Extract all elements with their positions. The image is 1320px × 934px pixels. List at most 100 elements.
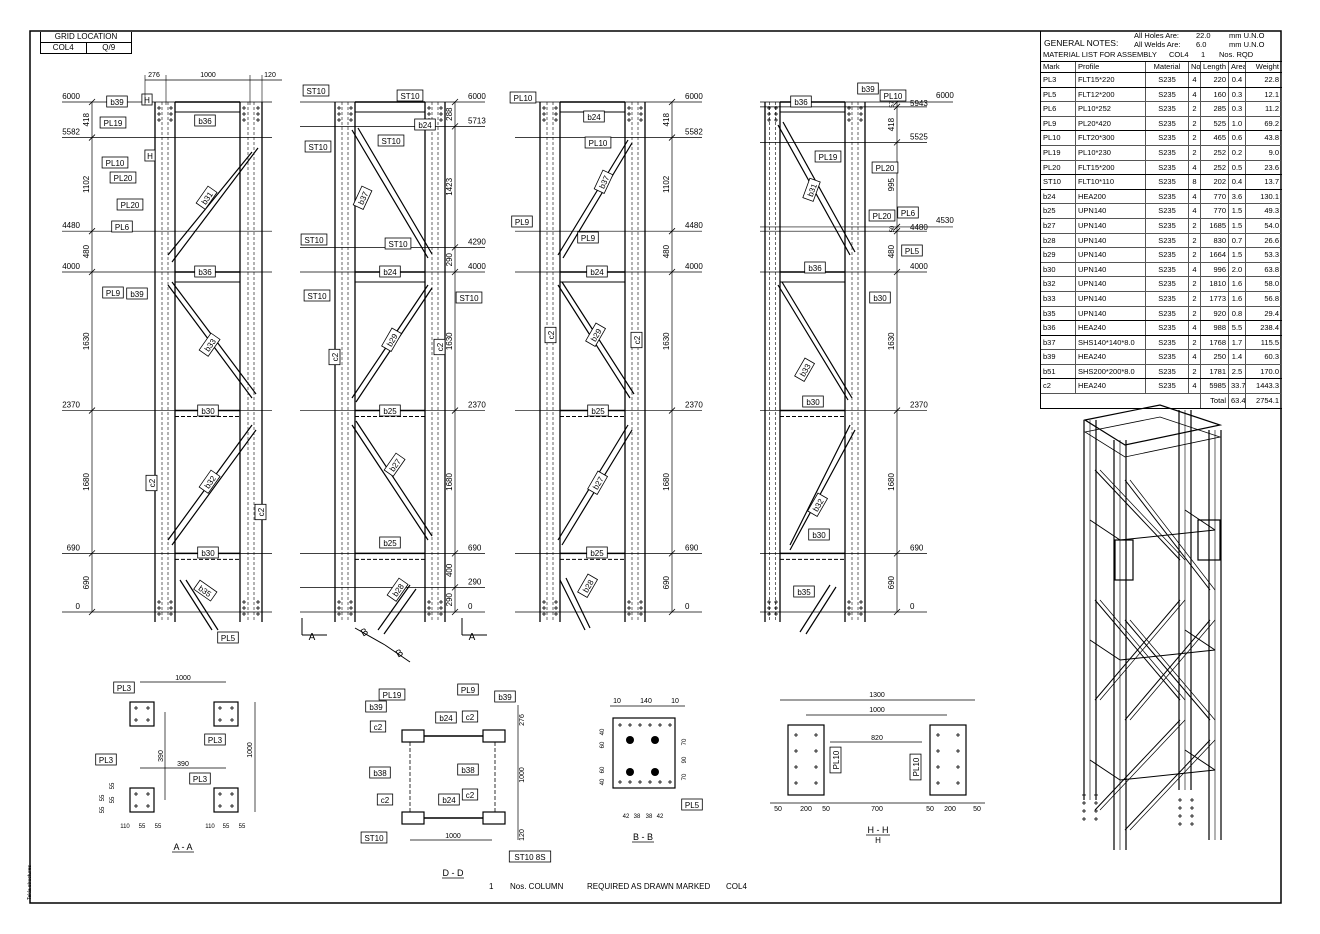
- member-tag: b24: [414, 118, 436, 131]
- cell-mark: c2: [1041, 379, 1076, 394]
- tag-box: [396, 89, 424, 102]
- col-header-profile: Profile: [1076, 62, 1146, 72]
- member-tag: ST10 8S: [508, 850, 552, 863]
- tag-text: ST10: [459, 294, 479, 303]
- cell-mark: b39: [1041, 350, 1076, 364]
- material-list-title: MATERIAL LIST FOR ASSEMBLY: [1043, 50, 1157, 59]
- level-label: 4000: [62, 262, 80, 271]
- member-tag: PL19: [99, 116, 127, 129]
- tag-box: [300, 233, 328, 246]
- cell-quantity: 2: [1189, 291, 1201, 306]
- bracing-member: [377, 584, 411, 631]
- total-weight: 2754.1: [1246, 394, 1282, 408]
- tag-box: [145, 474, 158, 492]
- cell-profile: UPN140: [1076, 233, 1146, 248]
- member-tag: b38: [369, 766, 391, 779]
- iso-brace: [1124, 619, 1211, 721]
- bracing-member: [179, 579, 213, 631]
- tag-text: PL3: [208, 736, 223, 745]
- iso-brace: [1124, 479, 1211, 591]
- tag-text: PL10: [106, 159, 125, 168]
- tag-box: [461, 710, 479, 723]
- cell-length: 1773: [1201, 291, 1229, 306]
- cell-material: S235: [1146, 350, 1189, 364]
- tag-box: [376, 793, 394, 806]
- tag-text: PL9: [106, 289, 121, 298]
- tag-box: [509, 91, 537, 104]
- cell-material: S235: [1146, 291, 1189, 306]
- tag-text: PL20: [121, 201, 140, 210]
- member-tag: PL20: [109, 171, 137, 184]
- tag-box: [384, 237, 412, 250]
- member-tag: ST10: [303, 289, 331, 302]
- section-title: H - H: [868, 825, 889, 835]
- member-tag: b24: [586, 265, 608, 278]
- label: 42: [657, 814, 664, 820]
- member-tag: b36: [804, 261, 826, 274]
- tag-text: b25: [383, 407, 397, 416]
- label: 276: [148, 72, 160, 79]
- tag-text: PL3: [193, 775, 208, 784]
- member-tag: b30: [197, 404, 219, 417]
- cell-length: 285: [1201, 102, 1229, 116]
- iso-brace: [1099, 599, 1186, 701]
- cell-area: 1.5: [1229, 248, 1246, 262]
- cell-quantity: 2: [1189, 218, 1201, 233]
- footer-note: REQUIRED AS DRAWN MARKED: [587, 882, 711, 891]
- tag-box: [790, 95, 812, 108]
- tag-box: [871, 161, 899, 174]
- base-plate: [213, 701, 239, 727]
- footer-unit: Nos. COLUMN: [510, 882, 564, 891]
- cell-length: 1664: [1201, 248, 1229, 262]
- bolt-hole: [651, 768, 659, 776]
- cell-profile: UPN140: [1076, 291, 1146, 306]
- dimension-text: 288: [445, 107, 454, 121]
- column-section: [482, 729, 506, 743]
- cell-material: S235: [1146, 160, 1189, 175]
- label: 390: [158, 750, 165, 762]
- tag-text: PL5: [221, 634, 236, 643]
- column-section: [401, 729, 425, 743]
- label: 40: [600, 728, 606, 735]
- cell-weight: 63.8: [1246, 262, 1282, 277]
- tag-text: PL6: [901, 209, 916, 218]
- member-tag: b30: [808, 528, 830, 541]
- member-tag: PL10: [879, 89, 907, 102]
- dimension-text: 418: [887, 117, 896, 131]
- cell-quantity: 4: [1189, 204, 1201, 218]
- cell-material: S235: [1146, 204, 1189, 218]
- label: 390: [177, 761, 189, 768]
- cell-weight: 43.8: [1246, 131, 1282, 145]
- label: 60: [600, 766, 606, 773]
- member-tag: b27: [383, 452, 406, 477]
- base-plate: [213, 787, 239, 813]
- label: 55: [100, 806, 106, 813]
- cell-weight: 56.8: [1246, 291, 1282, 306]
- cell-mark: b37: [1041, 335, 1076, 350]
- label: 10: [671, 698, 679, 705]
- member-tag: b35: [793, 585, 815, 598]
- cell-profile: SHS200*200*8.0: [1076, 364, 1146, 379]
- member-tag: PL3: [113, 681, 135, 694]
- welds-label: All Welds Are:: [1134, 40, 1181, 49]
- cell-material: S235: [1146, 262, 1189, 277]
- cell-area: 0.6: [1229, 131, 1246, 145]
- cell-area: 0.4: [1229, 175, 1246, 189]
- label: 1000: [200, 72, 216, 79]
- tag-text: H: [144, 96, 150, 105]
- dimension-text: 290: [445, 252, 454, 266]
- tag-text: PL3: [117, 684, 132, 693]
- member-tag: b25: [587, 404, 609, 417]
- bracing-member: [805, 586, 837, 635]
- cell-area: 0.3: [1229, 87, 1246, 102]
- bracing-member: [171, 147, 259, 263]
- tag-text: c2: [331, 352, 340, 361]
- cell-weight: 13.7: [1246, 175, 1282, 189]
